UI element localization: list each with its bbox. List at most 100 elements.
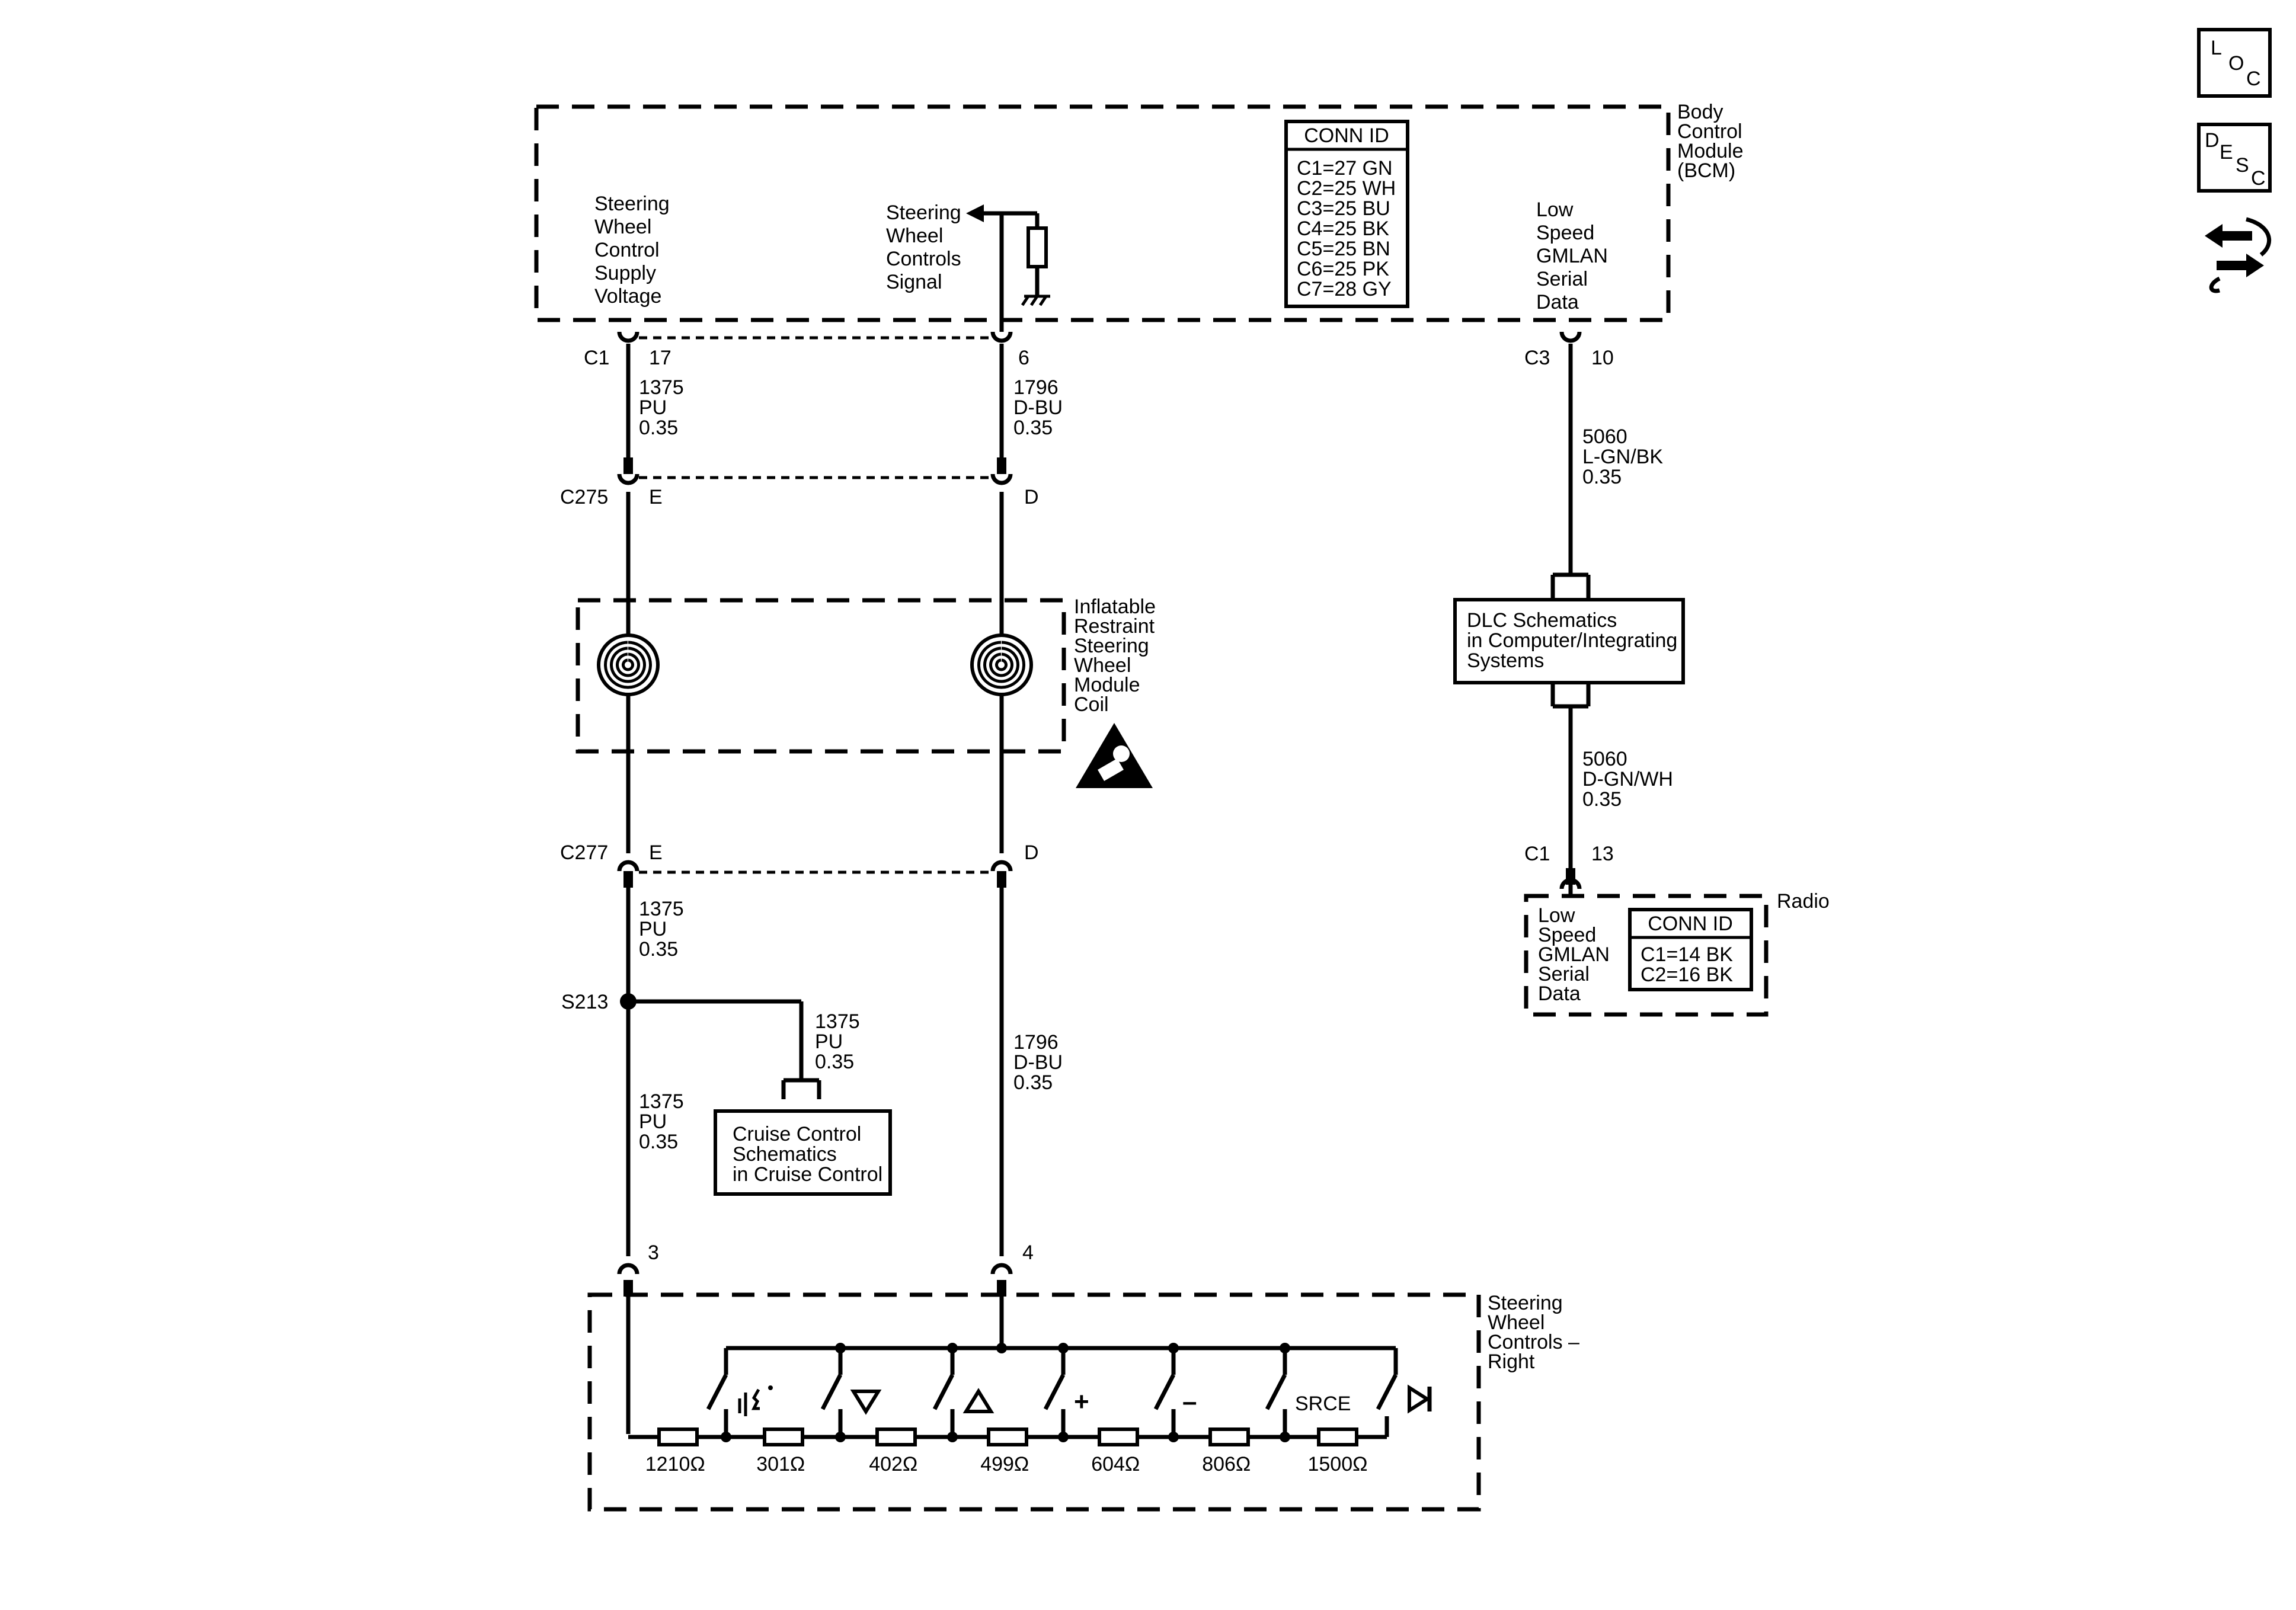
cruise-control-reference-text: Cruise Control Schematics in Cruise Cont…: [733, 1123, 882, 1186]
connector-swc-pin3-icon: [617, 1263, 639, 1275]
wire-label-5060-a: 5060 L-GN/BK 0.35: [1582, 425, 1669, 488]
connector-c277-pin-d-icon: [990, 860, 1013, 872]
bcm-label: Body Control Module (BCM): [1677, 101, 1749, 182]
wire-label-1375-a: 1375 PU 0.35: [639, 376, 689, 439]
airbag-warning-icon: [1076, 723, 1153, 788]
switch-voice[interactable]: [706, 1348, 773, 1437]
clockspring-left-icon: [597, 633, 660, 696]
inflatable-restraint-coil: Inflatable Restraint Steering Wheel Modu…: [575, 596, 1161, 788]
wire-label-1375-c: 1375 PU 0.35: [815, 1010, 865, 1073]
bcm-signal-circuit: [966, 204, 1050, 332]
radio-connector-pin: 13: [1591, 843, 1614, 865]
bcm-module: Body Control Module (BCM) Steering Wheel…: [534, 101, 1749, 332]
connector-c277-pin-right: D: [1024, 841, 1039, 864]
gmlan-branch: [1550, 344, 1591, 898]
dlc-reference-text: DLC Schematics in Computer/Integrating S…: [1467, 609, 1683, 672]
switch-minus[interactable]: –: [1153, 1348, 1197, 1437]
connector-swc-pin-right: 4: [1022, 1241, 1034, 1264]
navigation-arrows-icon[interactable]: [2205, 217, 2272, 293]
wire-1375-pu-path: [623, 344, 633, 1434]
bcm-connector-c1: C1 17 6: [584, 331, 1029, 369]
connector-c3-pin10-icon: [1559, 331, 1582, 343]
connector-c277: C277 E D: [560, 841, 1039, 874]
radio-module: C1 13 Radio Low Speed GMLAN Serial Data …: [1524, 843, 1830, 1017]
desc-icon: [2197, 123, 2272, 193]
connector-c1-pin6-icon: [990, 331, 1013, 343]
connector-c1-pin17-icon: [617, 331, 639, 343]
bcm-supply-label: Steering Wheel Control Supply Voltage: [594, 193, 675, 308]
wire-label-1796-b: 1796 D-BU 0.35: [1013, 1031, 1069, 1094]
switch-up[interactable]: [932, 1348, 994, 1437]
wire-label-1375-b: 1375 PU 0.35: [639, 898, 689, 961]
splice-s213: S213: [561, 991, 821, 1099]
radio-conn-id-title: CONN ID: [1648, 913, 1733, 935]
arrow-left-icon: [966, 204, 984, 222]
switch-source[interactable]: SRCE: [1265, 1348, 1351, 1437]
connector-c277-pin-left: E: [649, 841, 663, 864]
wire-1796-dbu-path: [997, 344, 1006, 1348]
connector-c1-pin-left: 17: [649, 347, 671, 369]
connector-c3-label: C3: [1524, 347, 1550, 369]
connector-c1-pin-right: 6: [1018, 347, 1029, 369]
resistor-806: [1208, 1427, 1250, 1446]
swc-label: Steering Wheel Controls – Right: [1488, 1292, 1585, 1373]
voice-command-icon: [738, 1385, 773, 1416]
switch-source-label: SRCE: [1295, 1393, 1351, 1415]
coil-label: Inflatable Restraint Steering Wheel Modu…: [1074, 596, 1161, 716]
connector-c3-pin: 10: [1591, 347, 1614, 369]
swc-boundary: [587, 1292, 1481, 1512]
connector-c1-label: C1: [584, 347, 609, 369]
resistor-301: [763, 1427, 804, 1446]
bcm-conn-id-table: CONN ID C1=27 GN C2=25 WH C3=25 BU C4=25…: [1284, 120, 1409, 308]
resistor-499: [987, 1427, 1028, 1446]
radio-gmlan-label: Low Speed GMLAN Serial Data: [1538, 904, 1615, 1005]
bcm-conn-id-rows: C1=27 GN C2=25 WH C3=25 BU C4=25 BK C5=2…: [1297, 157, 1402, 300]
connector-c275-pin-right: D: [1024, 486, 1039, 508]
switch-minus-label: –: [1182, 1387, 1197, 1416]
bcm-boundary: [534, 104, 1671, 322]
splice-label: S213: [561, 991, 608, 1013]
cruise-control-reference-box[interactable]: Cruise Control Schematics in Cruise Cont…: [714, 1109, 892, 1196]
connector-c275: C275 E D: [560, 473, 1039, 508]
wire-label-1375-d: 1375 PU 0.35: [639, 1090, 689, 1153]
radio-boundary: [1524, 894, 1769, 1017]
swc-connector: 3 4: [617, 1241, 1034, 1275]
bcm-conn-id-title: CONN ID: [1304, 124, 1389, 147]
radio-conn-id-table: CONN ID C1=14 BK C2=16 BK: [1628, 908, 1753, 991]
connector-c275-pin-e-icon: [617, 473, 639, 485]
switch-next[interactable]: [1376, 1348, 1432, 1437]
switch-plus[interactable]: +: [1043, 1348, 1089, 1437]
radio-label: Radio: [1777, 890, 1830, 913]
bcm-signal-label: Steering Wheel Controls Signal: [886, 201, 967, 293]
connector-swc-pin4-icon: [990, 1263, 1013, 1275]
connector-c277-label: C277: [560, 841, 608, 864]
resistor-402: [875, 1427, 917, 1446]
connector-radio-c1-pin13-icon: [1559, 878, 1582, 889]
connector-swc-pin-left: 3: [648, 1241, 659, 1264]
pull-down-resistor: [1027, 226, 1048, 268]
wire-label-5060-b: 5060 D-GN/WH 0.35: [1582, 748, 1678, 811]
radio-conn-id-rows: C1=14 BK C2=16 BK: [1641, 943, 1738, 986]
connector-c277-pin-e-icon: [617, 860, 639, 872]
switch-plus-label: +: [1074, 1387, 1089, 1416]
wire-label-1796-a: 1796 D-BU 0.35: [1013, 376, 1069, 439]
loc-button-text: L O C: [2211, 37, 2261, 90]
connector-c275-pin-left: E: [649, 486, 663, 508]
bcm-connector-c3: C3 10: [1524, 331, 1614, 369]
triangle-down-icon: [850, 1390, 882, 1415]
clockspring-right-icon: [970, 633, 1033, 696]
resistor-value-labels: 1210Ω 301Ω 402Ω 499Ω 604Ω 806Ω 1500Ω: [645, 1453, 1368, 1475]
desc-button[interactable]: D E S C: [2197, 123, 2272, 193]
loc-icon: [2197, 28, 2272, 98]
desc-button-text: D E S C: [2205, 129, 2266, 190]
skip-next-icon: [1408, 1384, 1432, 1414]
switch-down[interactable]: [820, 1348, 882, 1437]
dlc-reference-box[interactable]: DLC Schematics in Computer/Integrating S…: [1453, 598, 1685, 684]
resistor-1500: [1317, 1427, 1358, 1446]
connector-c275-pin-d-icon: [990, 473, 1013, 485]
resistor-1210: [657, 1427, 699, 1446]
steering-wheel-controls-right: Steering Wheel Controls – Right: [587, 1292, 1585, 1512]
loc-button[interactable]: L O C: [2197, 28, 2272, 98]
bcm-gmlan-label: Low Speed GMLAN Serial Data: [1536, 199, 1613, 313]
